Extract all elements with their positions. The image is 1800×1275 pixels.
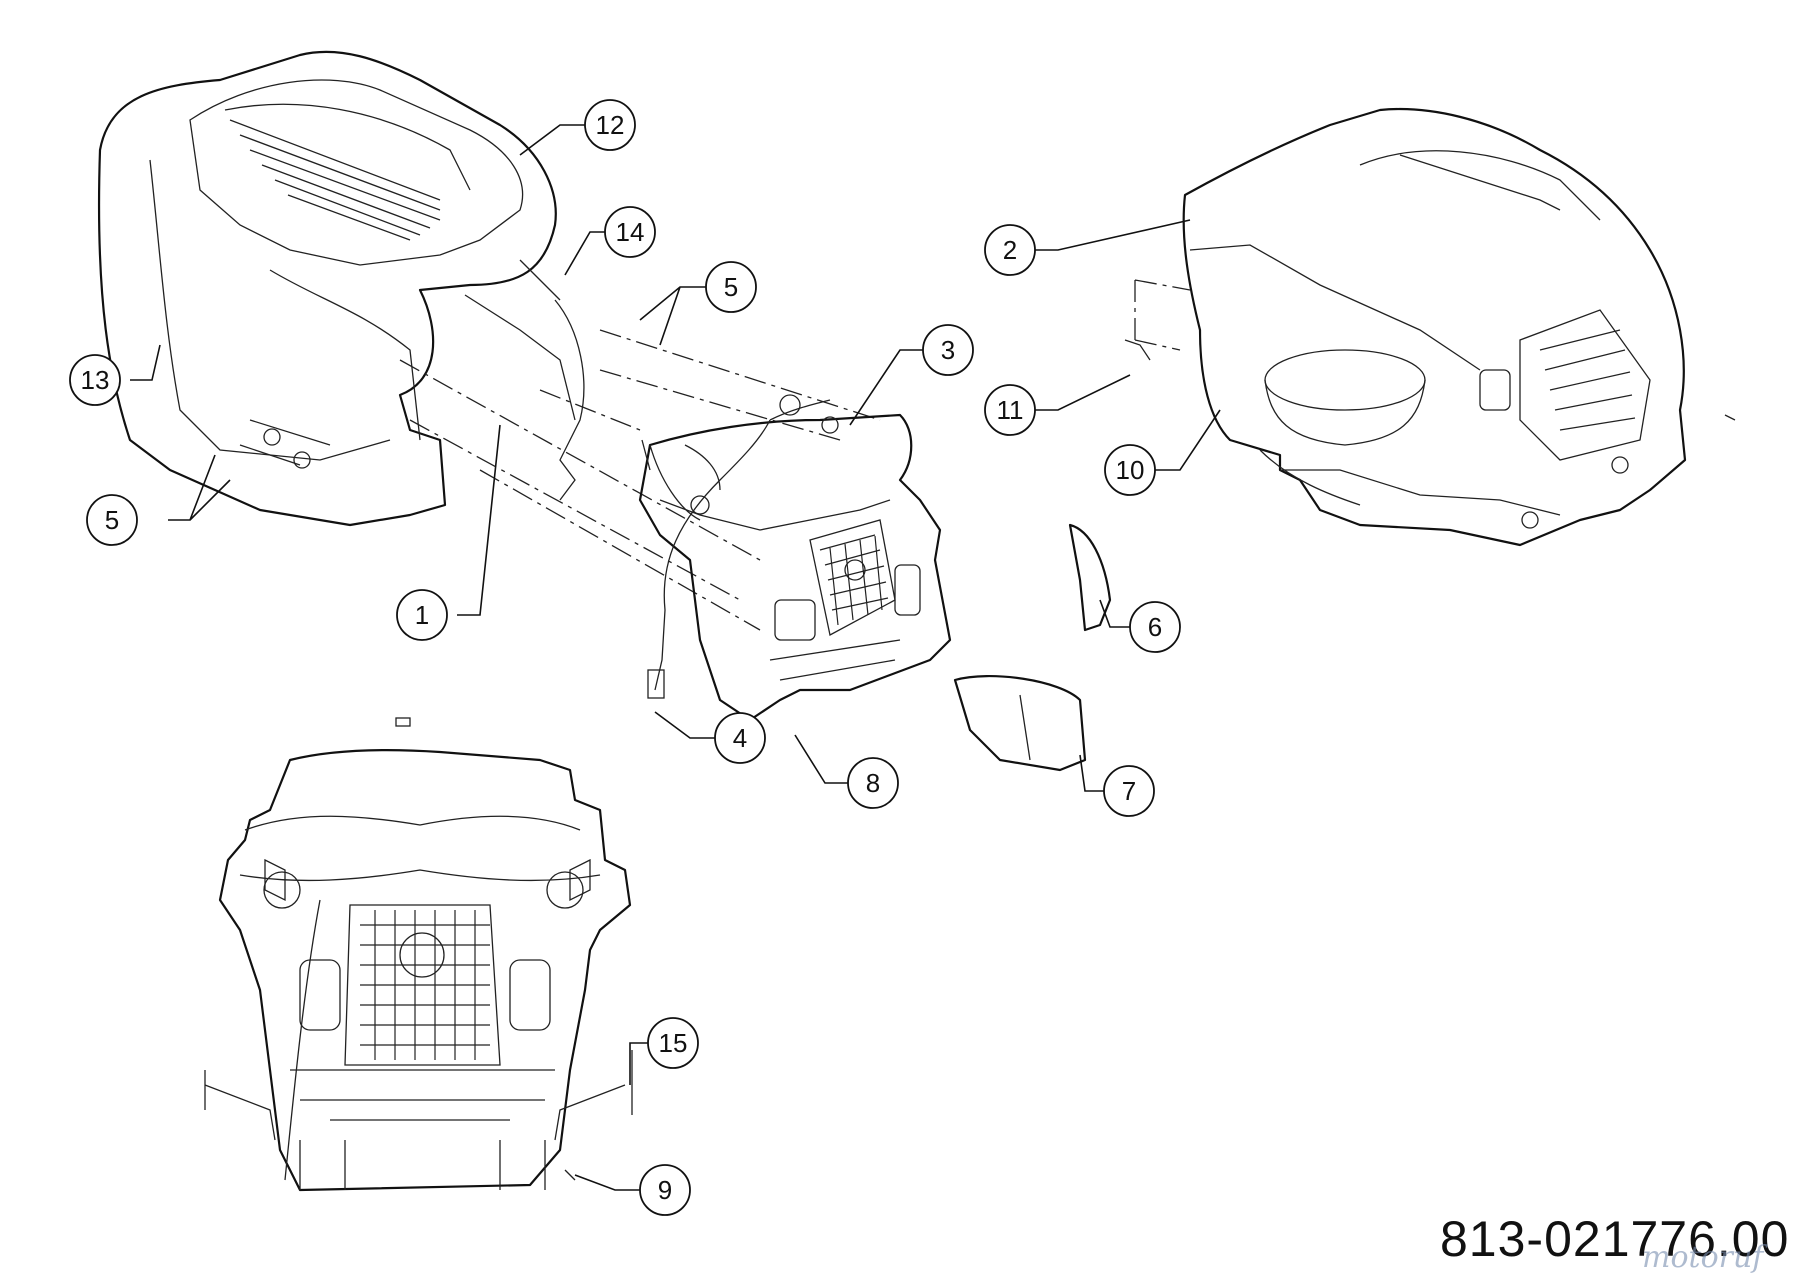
callout-13: 13: [69, 354, 121, 406]
callout-6-label: 6: [1148, 612, 1162, 642]
callout-3: 3: [922, 324, 974, 376]
callout-9: 9: [639, 1164, 691, 1216]
callout-5-right-label: 5: [724, 272, 738, 302]
callout-9-label: 9: [658, 1175, 672, 1205]
callout-7: 7: [1103, 765, 1155, 817]
callout-10: 10: [1104, 444, 1156, 496]
callout-15: 15: [647, 1017, 699, 1069]
front-grille: [638, 413, 952, 722]
hood-underside-right: [1124, 107, 1736, 547]
callout-2-label: 2: [1003, 235, 1017, 265]
callout-2: 2: [984, 224, 1036, 276]
callout-14-label: 14: [616, 217, 645, 247]
watermark-logo: motoruf: [1642, 1240, 1764, 1275]
callout-10-label: 10: [1116, 455, 1145, 485]
callout-14: 14: [604, 206, 656, 258]
callout-11-label: 11: [997, 395, 1024, 425]
callout-15-label: 15: [659, 1028, 688, 1058]
callout-12: 12: [584, 99, 636, 151]
front-view-assembly: [204, 717, 633, 1192]
callout-5-left: 5: [86, 494, 138, 546]
callout-5-right: 5: [705, 261, 757, 313]
drawing-number: 813-021776.00: [1440, 1211, 1790, 1267]
callout-12-label: 12: [596, 110, 625, 140]
callout-1: 1: [396, 589, 448, 641]
callout-6: 6: [1129, 601, 1181, 653]
callout-11: 11: [984, 384, 1036, 436]
side-panel-parts: [953, 523, 1112, 772]
callout-4-label: 4: [733, 723, 747, 753]
leader-lines: [130, 124, 1221, 1191]
assembly-dash-lines: [399, 329, 881, 631]
hood-assembly-left: [97, 50, 585, 527]
wire-harness: [641, 394, 839, 699]
callout-3-label: 3: [941, 335, 955, 365]
callout-7-label: 7: [1122, 776, 1136, 806]
callout-5-left-label: 5: [105, 505, 119, 535]
callout-8-label: 8: [866, 768, 880, 798]
callout-8: 8: [847, 757, 899, 809]
callout-1-label: 1: [415, 600, 429, 630]
callout-4: 4: [714, 712, 766, 764]
callout-13-label: 13: [81, 365, 110, 395]
